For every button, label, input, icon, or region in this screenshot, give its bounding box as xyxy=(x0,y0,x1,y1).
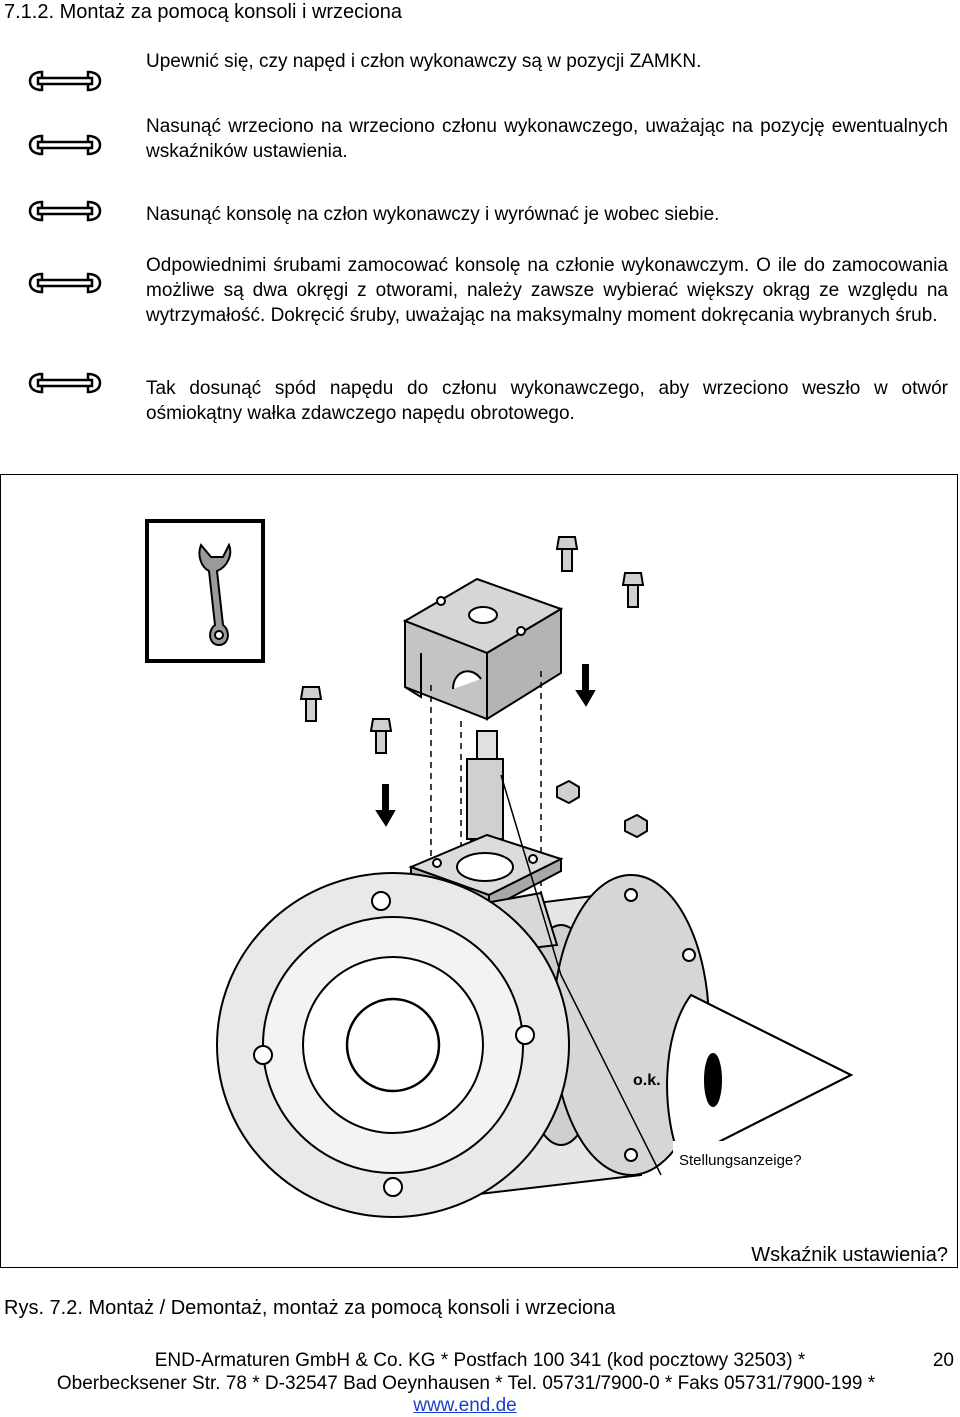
bolt xyxy=(555,536,579,572)
wrench-icon xyxy=(28,134,102,156)
wrench-inset-frame xyxy=(145,519,265,663)
assembly-figure: o.k. Stellungsanzeige? xyxy=(0,474,958,1268)
wrench-icon xyxy=(198,542,232,647)
step-3-text: Nasunąć konsolę na człon wykonawczy i wy… xyxy=(146,204,720,225)
footer-address-line: Oberbecksener Str. 78 * D-32547 Bad Oeyn… xyxy=(56,1373,876,1394)
bolt xyxy=(299,686,323,722)
step-2-text: Nasunąć wrzeciono na wrzeciono członu wy… xyxy=(146,116,948,162)
footer-company-line: END-Armaturen GmbH & Co. KG * Postfach 1… xyxy=(154,1350,806,1371)
figure-caption: Rys. 7.2. Montaż / Demontaż, montaż za p… xyxy=(4,1297,616,1319)
valve-flange-left xyxy=(216,872,570,1218)
eye-icon xyxy=(666,993,854,1163)
bolt xyxy=(369,718,393,754)
indicator-caption: Wskaźnik ustawienia? xyxy=(751,1244,948,1266)
step-4-text: Odpowiednimi śrubami zamocować konsolę n… xyxy=(146,255,948,326)
step-5-text: Tak dosunąć spód napędu do członu wykona… xyxy=(146,378,948,424)
wrench-icon xyxy=(28,272,102,294)
down-arrow xyxy=(575,664,596,707)
console-bracket xyxy=(402,577,564,721)
step-1-text: Upewnić się, czy napęd i człon wykonawcz… xyxy=(146,51,702,72)
wrench-icon xyxy=(28,200,102,222)
ok-label: o.k. xyxy=(633,1072,661,1089)
down-arrow xyxy=(375,784,396,827)
nut xyxy=(556,779,580,805)
nut xyxy=(624,813,648,839)
bolt xyxy=(621,572,645,608)
valve-assembly-drawing: o.k. Stellungsanzeige? xyxy=(145,519,854,1218)
page-number: 20 xyxy=(932,1350,954,1371)
wrench-icon xyxy=(28,70,102,92)
wrench-icon xyxy=(28,372,102,394)
website-link[interactable]: www.end.de xyxy=(413,1395,517,1416)
eye-label: Stellungsanzeige? xyxy=(679,1152,802,1169)
section-heading: 7.1.2. Montaż za pomocą konsoli i wrzeci… xyxy=(4,1,402,23)
